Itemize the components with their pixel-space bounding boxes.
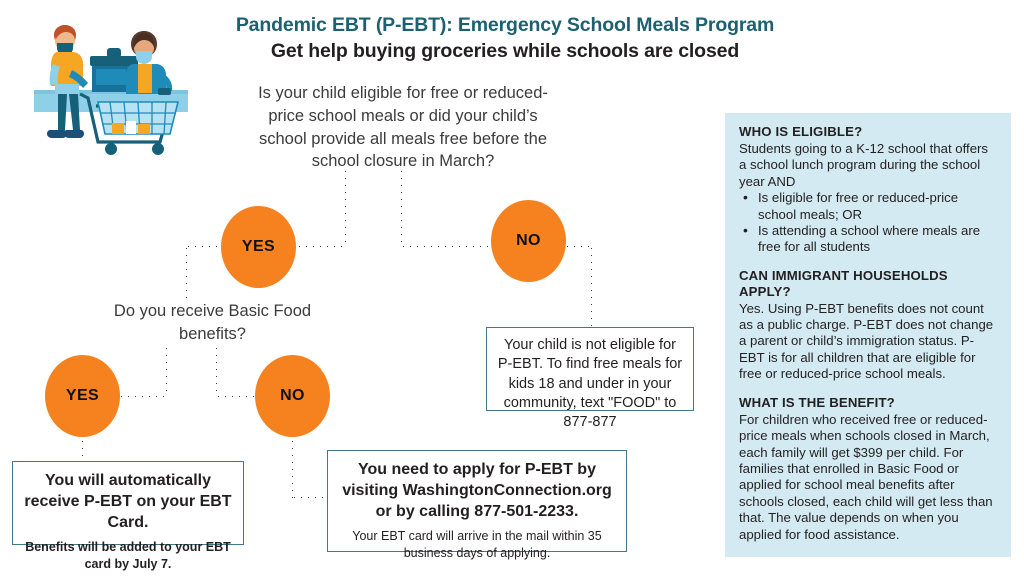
outcome-automatic-main: You will automatically receive P-EBT on …: [24, 472, 232, 531]
node-yes-basic-food[interactable]: YES: [45, 355, 120, 437]
sidebar-section-what-is-the-benefit: WHAT IS THE BENEFIT? For children who re…: [739, 395, 997, 543]
connector-root-stem: [344, 168, 347, 244]
outcome-automatic-sub: Benefits will be added to your EBT card …: [25, 540, 231, 571]
connector-yes-bot-down: [81, 438, 84, 462]
sidebar-body-who-is-eligible: Students going to a K-12 school that off…: [739, 140, 989, 189]
grocery-checkout-illustration: [12, 8, 188, 158]
connector-basicfood-left-stem: [165, 345, 168, 397]
list-item: Is attending a school where meals are fr…: [739, 222, 997, 256]
title-main: Pandemic EBT (P-EBT): Emergency School M…: [235, 14, 775, 36]
sidebar-section-who-is-eligible: WHO IS ELIGIBLE? Students going to a K-1…: [739, 124, 997, 256]
outcome-box-apply: You need to apply for P-EBT by visiting …: [327, 450, 627, 560]
sidebar-heading-what-is-the-benefit: WHAT IS THE BENEFIT?: [739, 394, 895, 410]
connector-yes-to-left-drop: [185, 245, 223, 248]
connector-no-bot-down: [291, 438, 294, 498]
connector-basicfood-right-stem: [215, 345, 218, 397]
outcome-not-eligible-text: Your child is not eligible for P-EBT. To…: [497, 337, 683, 431]
outcome-apply-sub: Your EBT card will arrive in the mail wi…: [352, 529, 602, 560]
node-yes-eligible[interactable]: YES: [221, 206, 296, 288]
connector-basicfood-to-yes-bot: [118, 395, 167, 398]
sidebar-bullet-list-who-is-eligible: Is eligible for free or reduced-price sc…: [739, 189, 997, 256]
info-sidebar: WHO IS ELIGIBLE? Students going to a K-1…: [725, 113, 1011, 557]
sidebar-body-immigrant-households: Yes. Using P-EBT benefits does not count…: [739, 300, 994, 382]
page-title: Pandemic EBT (P-EBT): Emergency School M…: [190, 14, 820, 63]
basic-food-question-text: Do you receive Basic Food benefits?: [113, 302, 312, 343]
sidebar-heading-immigrant-households: CAN IMMIGRANT HOUSEHOLDS APPLY?: [739, 267, 948, 299]
connector-basicfood-to-no-bot: [215, 395, 259, 398]
root-question-text: Is your child eligible for free or reduc…: [258, 84, 548, 171]
connector-no-to-right: [564, 245, 592, 248]
outcome-box-automatic: You will automatically receive P-EBT on …: [12, 461, 244, 571]
connector-yes-left-drop: [185, 245, 188, 298]
sidebar-body-what-is-the-benefit: For children who received free or reduce…: [739, 411, 993, 542]
list-item: Is eligible for free or reduced-price sc…: [739, 189, 997, 223]
connector-no-down-to-box: [590, 245, 593, 329]
connector-root-to-no: [400, 245, 494, 248]
connector-root-to-yes: [296, 245, 346, 248]
connector-no-bot-to-apply-box: [291, 496, 329, 499]
connector-root-right-stem: [400, 168, 403, 245]
node-no-eligible[interactable]: NO: [491, 200, 566, 282]
node-no-basic-food[interactable]: NO: [255, 355, 330, 437]
outcome-box-not-eligible: Your child is not eligible for P-EBT. To…: [486, 327, 694, 430]
sidebar-heading-who-is-eligible: WHO IS ELIGIBLE?: [739, 124, 863, 139]
title-subtitle: Get help buying groceries while schools …: [270, 40, 740, 62]
sidebar-section-immigrant-households: CAN IMMIGRANT HOUSEHOLDS APPLY? Yes. Usi…: [739, 268, 997, 383]
outcome-apply-main: You need to apply for P-EBT by visiting …: [342, 461, 612, 520]
